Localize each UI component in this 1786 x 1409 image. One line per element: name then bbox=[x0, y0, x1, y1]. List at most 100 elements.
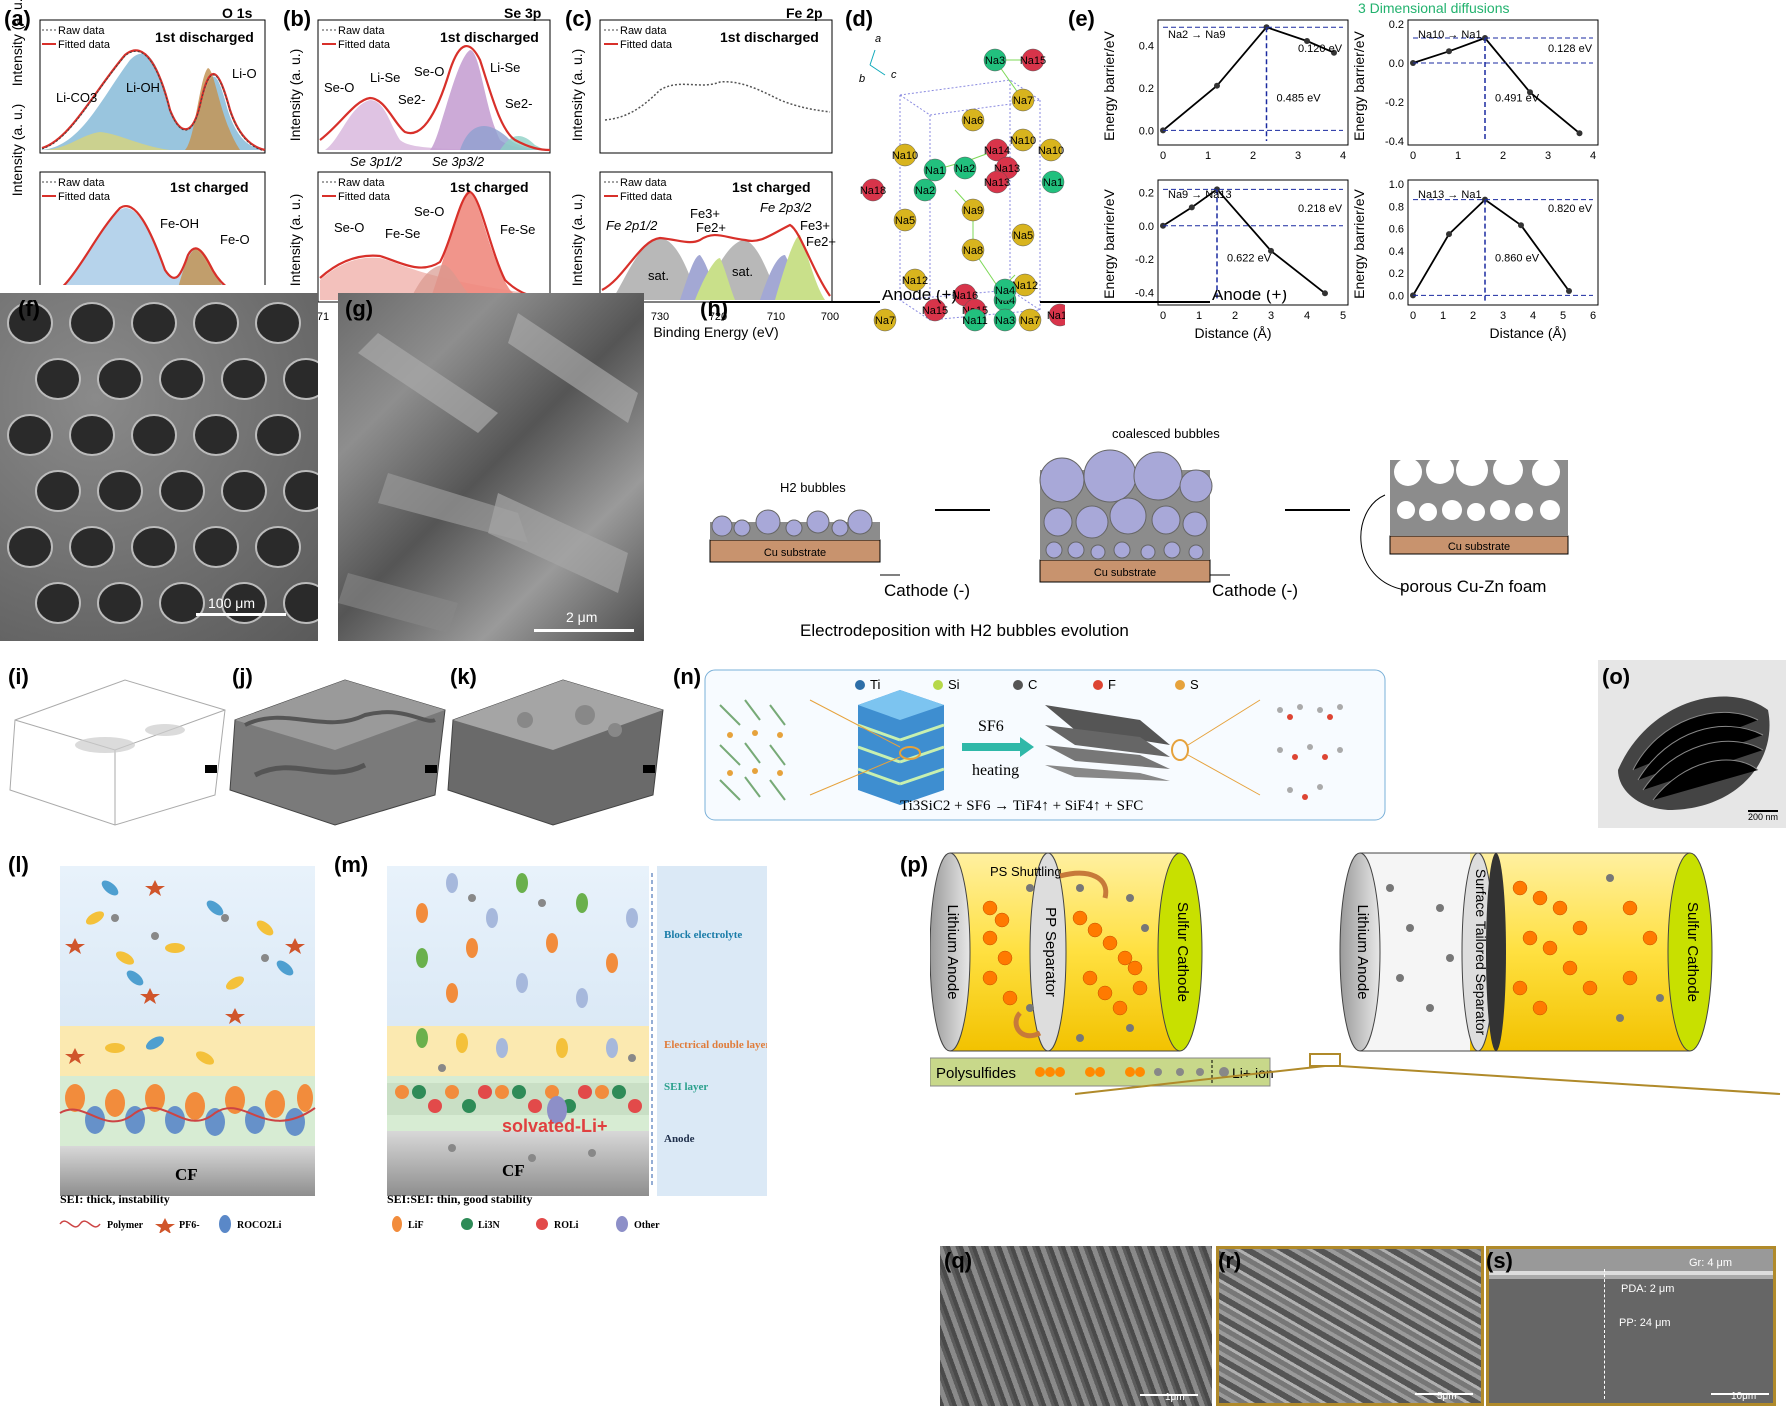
legend-pf6: PF6- bbox=[179, 1220, 200, 1231]
lis-cathode-2: Sulfur Cathode bbox=[1684, 902, 1701, 1002]
lis-anode-1: Lithium Anode bbox=[944, 904, 961, 999]
legend-lif: LiF bbox=[408, 1220, 424, 1231]
scalebar-g-label: 2 μm bbox=[566, 609, 598, 625]
xps-a-ylabel-bot: Intensity (a. u.) bbox=[9, 104, 25, 197]
energy-xtick: 3 bbox=[1545, 150, 1551, 162]
cf-m: CF bbox=[502, 1161, 525, 1180]
energy-ytick: 0.2 bbox=[1139, 83, 1154, 95]
atom bbox=[1011, 223, 1035, 247]
axis-b: b bbox=[859, 73, 865, 85]
s-pp: PP: 24 μm bbox=[1619, 1317, 1671, 1329]
legend-raw-b2: Raw data bbox=[338, 177, 385, 189]
panel-label-p: (p) bbox=[900, 852, 929, 877]
panel-label-c: (c) bbox=[565, 6, 592, 31]
legend-raw-a2: Raw data bbox=[58, 177, 105, 189]
atom-s: S bbox=[1190, 677, 1199, 692]
peak-b-9: Se-O bbox=[414, 204, 444, 219]
xps-panels: Intensity (a. u.) Intensity (a. u.) Raw … bbox=[9, 0, 266, 285]
atom-label: Na12 bbox=[1012, 280, 1038, 292]
layer-anode: Anode bbox=[664, 1133, 695, 1145]
legend-roco2li: ROCO2Li bbox=[237, 1220, 282, 1231]
xps-c-charged: 1st charged bbox=[732, 179, 811, 195]
anode-2: Anode (+) bbox=[1212, 290, 1287, 304]
tick-c-4: 700 bbox=[821, 311, 839, 323]
sem-image-g: 2 μm bbox=[338, 293, 644, 641]
energy-ytick: -0.2 bbox=[1385, 97, 1404, 109]
energy-xtick: 0 bbox=[1410, 150, 1416, 162]
panel-label-e: (e) bbox=[1068, 6, 1095, 31]
atom bbox=[963, 308, 987, 332]
atom-label: Na7 bbox=[1020, 315, 1040, 327]
atom bbox=[923, 158, 947, 182]
peak-c-3: Fe2+ bbox=[696, 220, 726, 235]
lis-cathode-1: Sulfur Cathode bbox=[1174, 902, 1191, 1002]
atom bbox=[1018, 308, 1042, 332]
xps-c-ylabel2: Intensity (a. u.) bbox=[569, 194, 585, 287]
atom bbox=[1011, 88, 1035, 112]
energy-xtick: 3 bbox=[1500, 310, 1506, 322]
mxene-left-atoms bbox=[719, 699, 786, 801]
legend-roli: ROLi bbox=[554, 1220, 579, 1231]
mxene-accordion bbox=[1045, 705, 1170, 781]
panel-label-g: (g) bbox=[345, 296, 374, 321]
legend-other: Other bbox=[634, 1220, 660, 1231]
energy-e2: 0.860 eV bbox=[1495, 252, 1540, 264]
substrate-1: Cu substrate bbox=[764, 547, 826, 559]
energy-xlabel-2: Distance (Å) bbox=[1489, 325, 1566, 341]
legend-raw-c2: Raw data bbox=[620, 177, 667, 189]
scalebar-q-label: 1μm bbox=[1165, 1392, 1185, 1403]
cathode-2: Cathode (-) bbox=[1212, 581, 1298, 600]
energy-ylabel-1: Energy barrier/eV bbox=[1101, 30, 1117, 140]
xps-panels-2: 536 534 532 530 528 526 Intensity (a. u.… bbox=[31, 5, 839, 323]
panel-label-l: (l) bbox=[8, 852, 29, 877]
energy-ytick: 0.0 bbox=[1139, 125, 1154, 137]
ti3sic2-cube bbox=[857, 690, 945, 805]
mxene-schematic: Ti Si C F S SF6 heating Ti3SiC2 + SF6 → … bbox=[704, 669, 1386, 821]
energy-point bbox=[1446, 231, 1452, 238]
energy-xtick: 5 bbox=[1340, 310, 1346, 322]
s-gr: Gr: 4 μm bbox=[1689, 1257, 1733, 1269]
energy-xtick: 3 bbox=[1268, 310, 1274, 322]
atom bbox=[961, 198, 985, 222]
energy-point bbox=[1518, 222, 1524, 229]
sem-image-r: 5μm bbox=[1216, 1246, 1484, 1406]
peak-a-3: Li-O bbox=[232, 66, 257, 81]
lis-cells: Lithium Anode PP Separator Sulfur Cathod… bbox=[930, 852, 1781, 1095]
xps-b-discharged: 1st discharged bbox=[440, 29, 539, 45]
legend-fit-b: Fitted data bbox=[338, 39, 391, 51]
sem-image-q: 1μm bbox=[940, 1246, 1212, 1406]
energy-barriers: Energy barrier/eV Energy barrier/eV Ener… bbox=[1101, 19, 1599, 341]
atom-label: Na3 bbox=[985, 55, 1005, 67]
porous-foam: porous Cu-Zn foam bbox=[1400, 577, 1546, 596]
energy-point bbox=[1576, 130, 1583, 137]
panel-label-b: (b) bbox=[283, 6, 312, 31]
peak-b-10: Fe-Se bbox=[500, 222, 535, 237]
atom bbox=[993, 308, 1017, 332]
polysulfides-label: Polysulfides bbox=[936, 1065, 1016, 1082]
cathode-1: Cathode (-) bbox=[884, 581, 970, 600]
energy-xtick: 2 bbox=[1250, 150, 1256, 162]
scalebar-o-label: 200 nm bbox=[1748, 812, 1779, 822]
panel-label-d: (d) bbox=[845, 6, 874, 31]
substrate-2: Cu substrate bbox=[1094, 567, 1156, 579]
tomography bbox=[9, 679, 664, 826]
solvated-li: solvated-Li+ bbox=[502, 1116, 608, 1136]
energy-ytick: 0.2 bbox=[1389, 19, 1404, 31]
atom-f: F bbox=[1108, 677, 1116, 692]
layer-edl: Electrical double layer bbox=[664, 1039, 767, 1051]
xps-c-bot: Raw data Fitted data 1st charged Fe 2p1/… bbox=[599, 171, 836, 303]
atom bbox=[1039, 138, 1063, 162]
energy-xtick: 5 bbox=[1560, 310, 1566, 322]
atom bbox=[913, 178, 937, 202]
sei-l-caption: SEI: thick, instability bbox=[60, 1192, 170, 1206]
panel-label-r: (r) bbox=[1218, 1248, 1242, 1273]
atom bbox=[923, 298, 947, 322]
xps-b-ylabel: Intensity (a. u.) bbox=[287, 49, 303, 142]
peak-c-1: Fe 2p1/2 bbox=[606, 218, 658, 233]
peak-c-5: Fe3+ bbox=[800, 218, 830, 233]
energy-xtick: 2 bbox=[1500, 150, 1506, 162]
atom bbox=[961, 238, 985, 262]
atom-label: Na8 bbox=[963, 245, 983, 257]
layer-block: Block electrolyte bbox=[664, 929, 742, 941]
panel-label-o: (o) bbox=[1602, 664, 1631, 689]
